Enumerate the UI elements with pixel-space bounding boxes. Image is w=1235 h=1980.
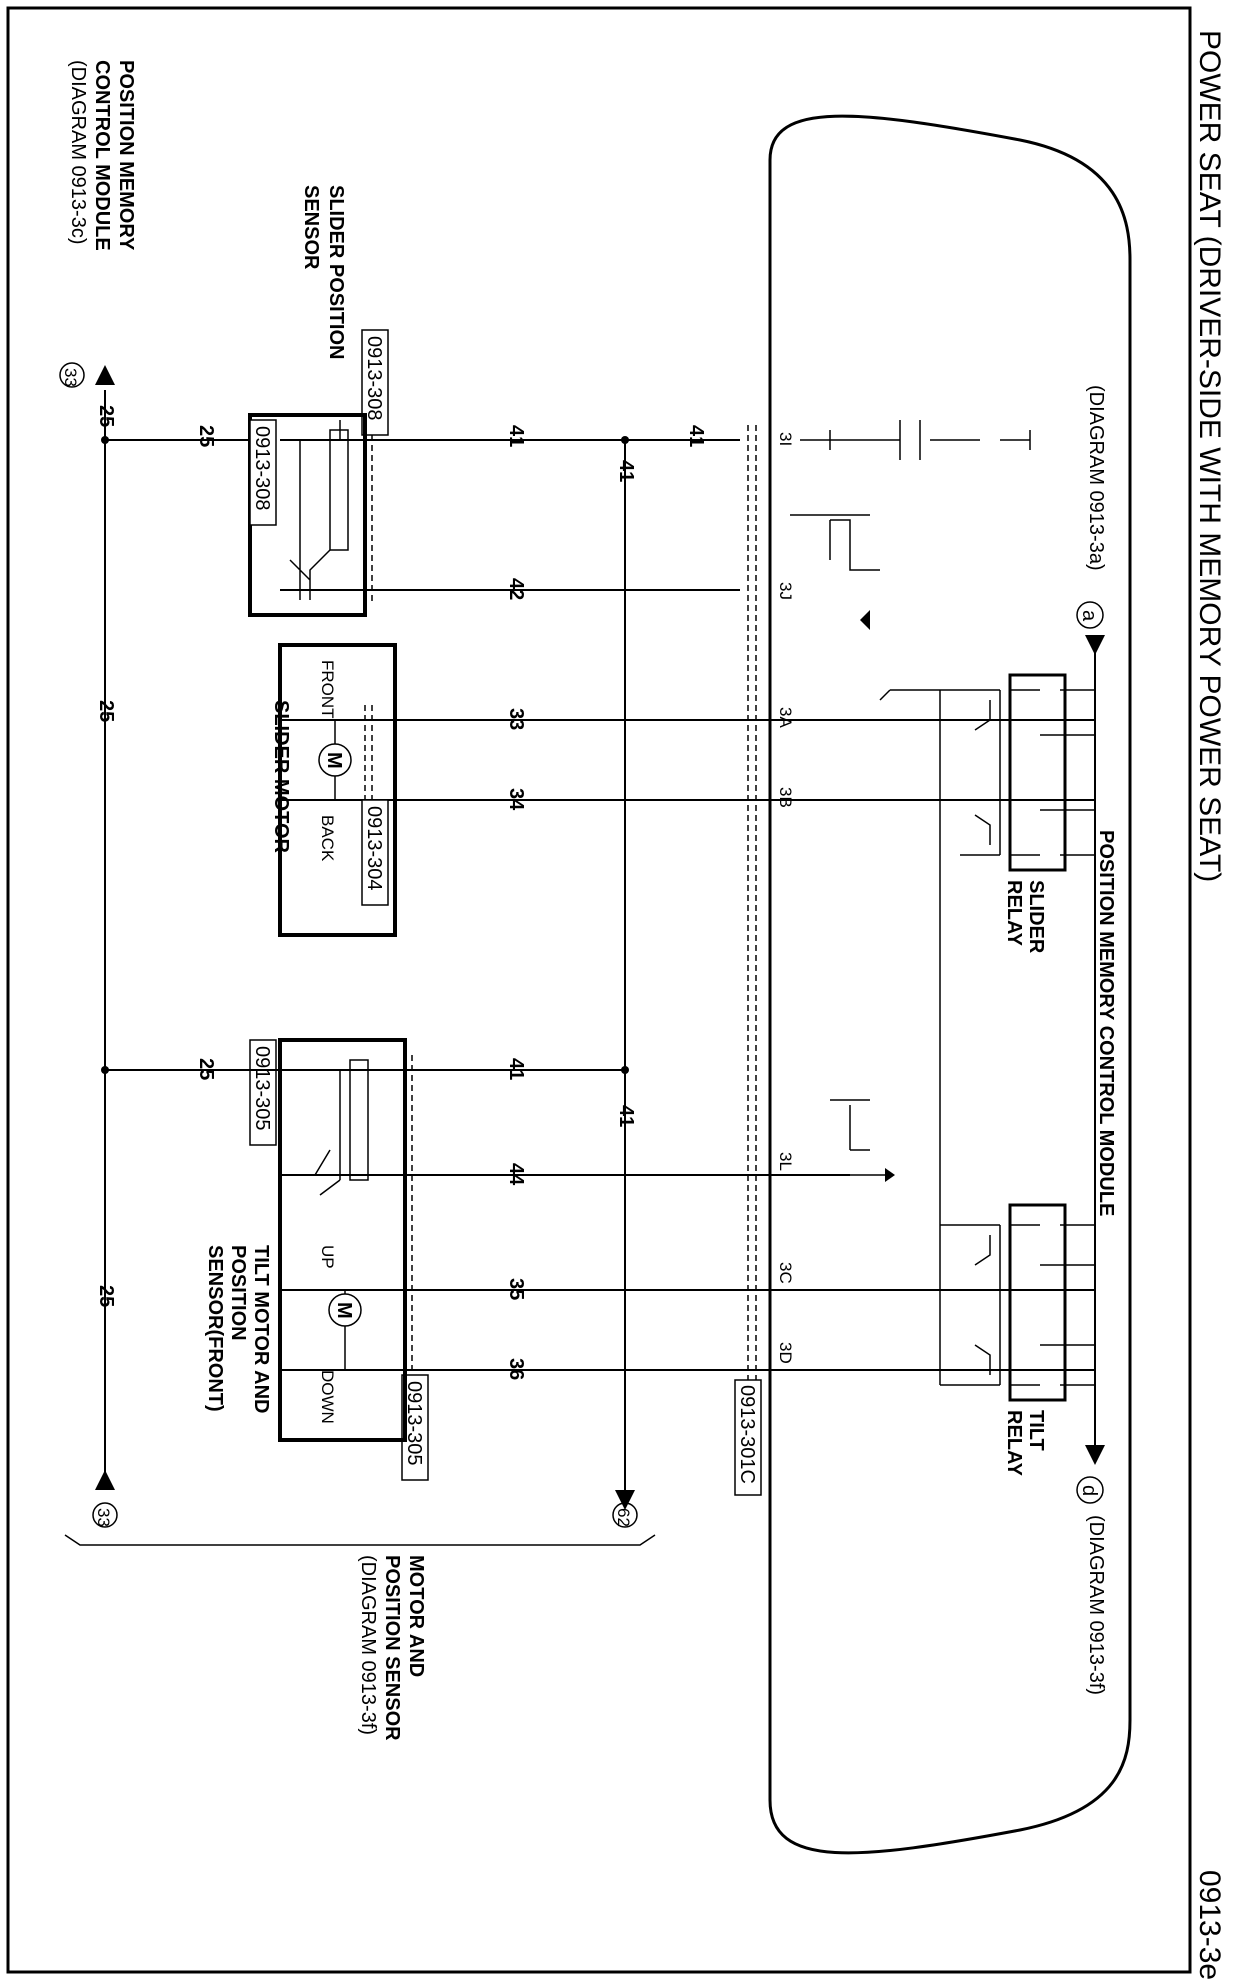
motor-ref-circle [92,1502,118,1528]
slider-motor-box [278,643,397,937]
module-name: POSITION MEMORY CONTROL MODULE [1095,830,1117,1216]
terminal-3J: 3J [776,582,795,600]
slider-sensor-l1: SLIDER POSITION [325,185,347,359]
wire-33-label: 33 [505,708,527,730]
conn-308-label-b: 0913-308 [251,426,273,511]
terminal-3I: 3I [776,432,795,446]
tilt-unit-box [278,1038,407,1442]
marker-a-circle [1076,601,1104,629]
tilt-label-l1: TILT MOTOR AND [250,1245,272,1414]
page-code: 0913-3e [1193,1870,1226,1980]
wire-41-arrow [615,1490,635,1510]
tilt-relay-box [1008,1203,1067,1402]
wire-25-label-d: 25 [195,1058,217,1080]
terminal-3C: 3C [776,1262,795,1284]
slider-motor-back: BACK [318,815,337,862]
conn-308-label-a: 0913-308 [363,336,385,421]
wire-44-label: 44 [505,1163,527,1186]
conn-305-tag-a [249,1039,277,1146]
conn-305-label-b: 0913-305 [403,1381,425,1466]
slider-sensor-element [329,429,349,551]
terminal-3A: 3A [776,707,795,728]
slider-relay-l1: SLIDER [1025,880,1047,954]
wire-25-label-a: 25 [95,405,117,427]
wire-41-label-b: 41 [505,425,527,447]
tilt-sensor-internal [314,1070,341,1196]
wire-41-label-e: 41 [505,1058,527,1080]
slider-relay-coils [1040,689,1095,856]
page-title: POWER SEAT (DRIVER-SIDE WITH MEMORY POWE… [1193,30,1226,882]
motor-ref-num: 33 [94,1508,113,1527]
ground-62-label: 62 [614,1508,633,1527]
slider-motor-front: FRONT [318,660,337,719]
slider-sensor-internal [289,420,341,600]
pmcm-ref-num: 33 [61,368,80,387]
wire-25-label-e: 25 [95,1285,117,1307]
tilt-label-l3: SENSOR(FRONT) [204,1245,226,1412]
slider-relay-l2: RELAY [1003,880,1025,947]
ref-a-label: (DIAGRAM 0913-3a) [1085,385,1107,571]
conn-308-tag-b [249,419,277,526]
wire-25-arrow-bottom [95,1470,115,1490]
tilt-relay-l1: TILT [1025,1410,1047,1451]
wire-41-label-a: 41 [685,425,707,447]
wire-41-label-d: 41 [615,1105,637,1127]
tilt-label-l2: POSITION [227,1245,249,1341]
tilt-sensor-element [349,1059,369,1181]
terminal-3B: 3B [776,787,795,808]
tilt-motor-m: M [333,1302,355,1319]
wire-36-label: 36 [505,1358,527,1380]
conn-305-label-a: 0913-305 [251,1046,273,1131]
wire-35-label: 35 [505,1278,527,1300]
pmcm-ref-circle [59,362,85,388]
ref-bracket [64,1534,656,1546]
slider-motor-label: SLIDER MOTOR [270,700,292,854]
ground-62-circle [612,1502,638,1528]
slider-motor-m: M [323,752,345,769]
arrow-a [1085,635,1105,655]
wire-25-label-c: 25 [95,700,117,722]
module-outline [768,114,1132,1855]
slider-sensor-l2: SENSOR [300,185,322,270]
terminal-3D: 3D [776,1342,795,1364]
tilt-motor-up: UP [318,1245,337,1269]
pmcm-ref-l3: (DIAGRAM 0913-3c) [67,60,89,245]
motor-ref-l3: (DIAGRAM 0913-3f) [357,1555,379,1735]
tilt-motor-down: DOWN [318,1370,337,1424]
tilt-relay-l2: RELAY [1003,1410,1025,1477]
terminal-3L: 3L [776,1152,795,1171]
slider-relay-box [1008,673,1067,872]
tilt-relay-coils [1040,1224,1095,1386]
connector-301c-label: 0913-301C [736,1385,758,1484]
marker-a: a [1078,610,1100,622]
sensor-input-circuit [850,420,1031,460]
slider-relay-driver [960,689,1040,856]
slider-ground [879,689,960,701]
pullup-circuit [790,514,880,571]
wire-42-label: 42 [505,578,527,600]
ref-d-label: (DIAGRAM 0913-3f) [1085,1515,1107,1695]
conn-304-label: 0913-304 [363,806,385,891]
motor-ref-l2: POSITION SENSOR [381,1555,403,1741]
conn-304-tag [361,799,389,906]
marker-d: d [1078,1485,1100,1496]
marker-d-circle [1076,1476,1104,1504]
motor-ref-l1: MOTOR AND [405,1555,427,1677]
wire-34-label: 34 [505,788,527,811]
tilt-sensor-pullup [830,1099,890,1176]
diode-path [800,430,850,450]
slider-relay-transistors [974,700,991,845]
connector-301c-tag [734,1379,762,1496]
pmcm-ref-l1: POSITION MEMORY [115,60,137,251]
wire-25-label-b: 25 [195,425,217,447]
pmcm-ref-l2: CONTROL MODULE [91,60,113,251]
tilt-relay-driver [940,1224,1040,1386]
arrow-d [1085,1445,1105,1465]
tilt-relay-transistors [974,1235,991,1375]
wire-41-label-c: 41 [615,460,637,482]
page-border [6,6,1192,1974]
wire-25-arrow-top [95,365,115,385]
